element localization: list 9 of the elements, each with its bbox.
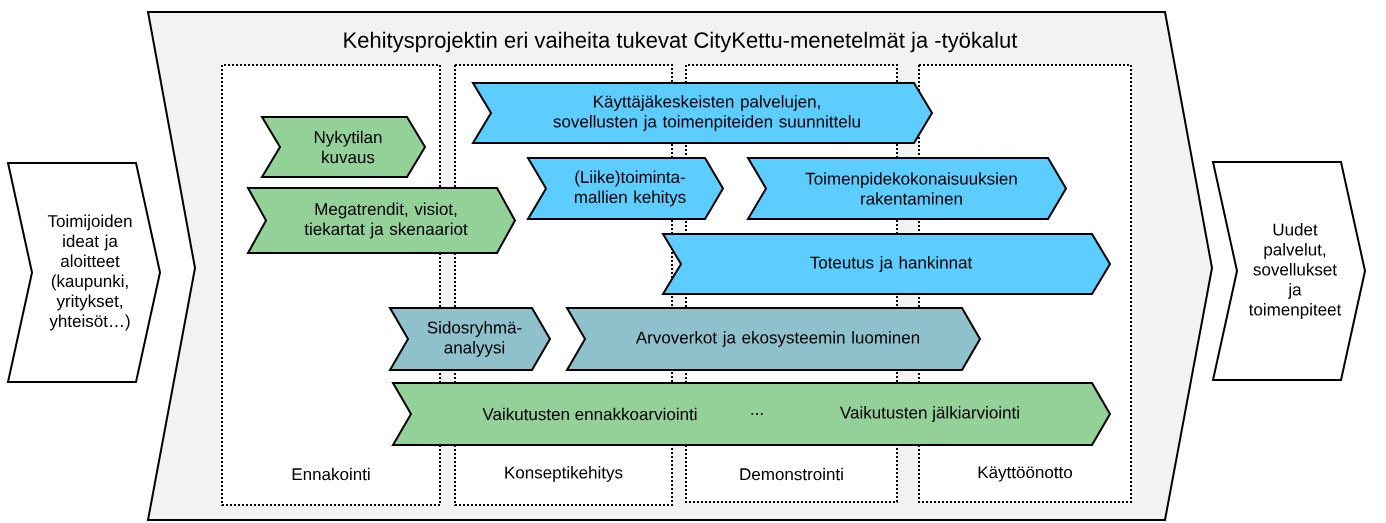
chevron-box: Toimijoiden ideat ja aloitteet (kaupunki, yritykset, yhteisöt…) <box>6 162 162 383</box>
chevron-box: Käyttäjäkeskeisten palvelujen, sovellusten ja toimenpiteiden suunnittelu <box>471 82 934 144</box>
chevron-box: Megatrendit, visiot, tiekartat ja skenaariot <box>246 187 517 254</box>
chevron-box: (Liike)toiminta- mallien kehitys <box>526 157 725 220</box>
chevron-box: Toteutus ja hankinnat <box>661 233 1112 295</box>
chevron-box: Vaikutusten ennakkoarviointi ... Vaikutusten jälkiarviointi <box>391 382 1112 446</box>
chevron-box: Uudet palvelut, sovellukset ja toimenpiteet <box>1211 161 1367 381</box>
chevron-box: Toimenpidekokonaisuuksien rakentaminen <box>746 157 1068 220</box>
chevron-box: Arvoverkot ja ekosysteemin luominen <box>565 307 982 371</box>
